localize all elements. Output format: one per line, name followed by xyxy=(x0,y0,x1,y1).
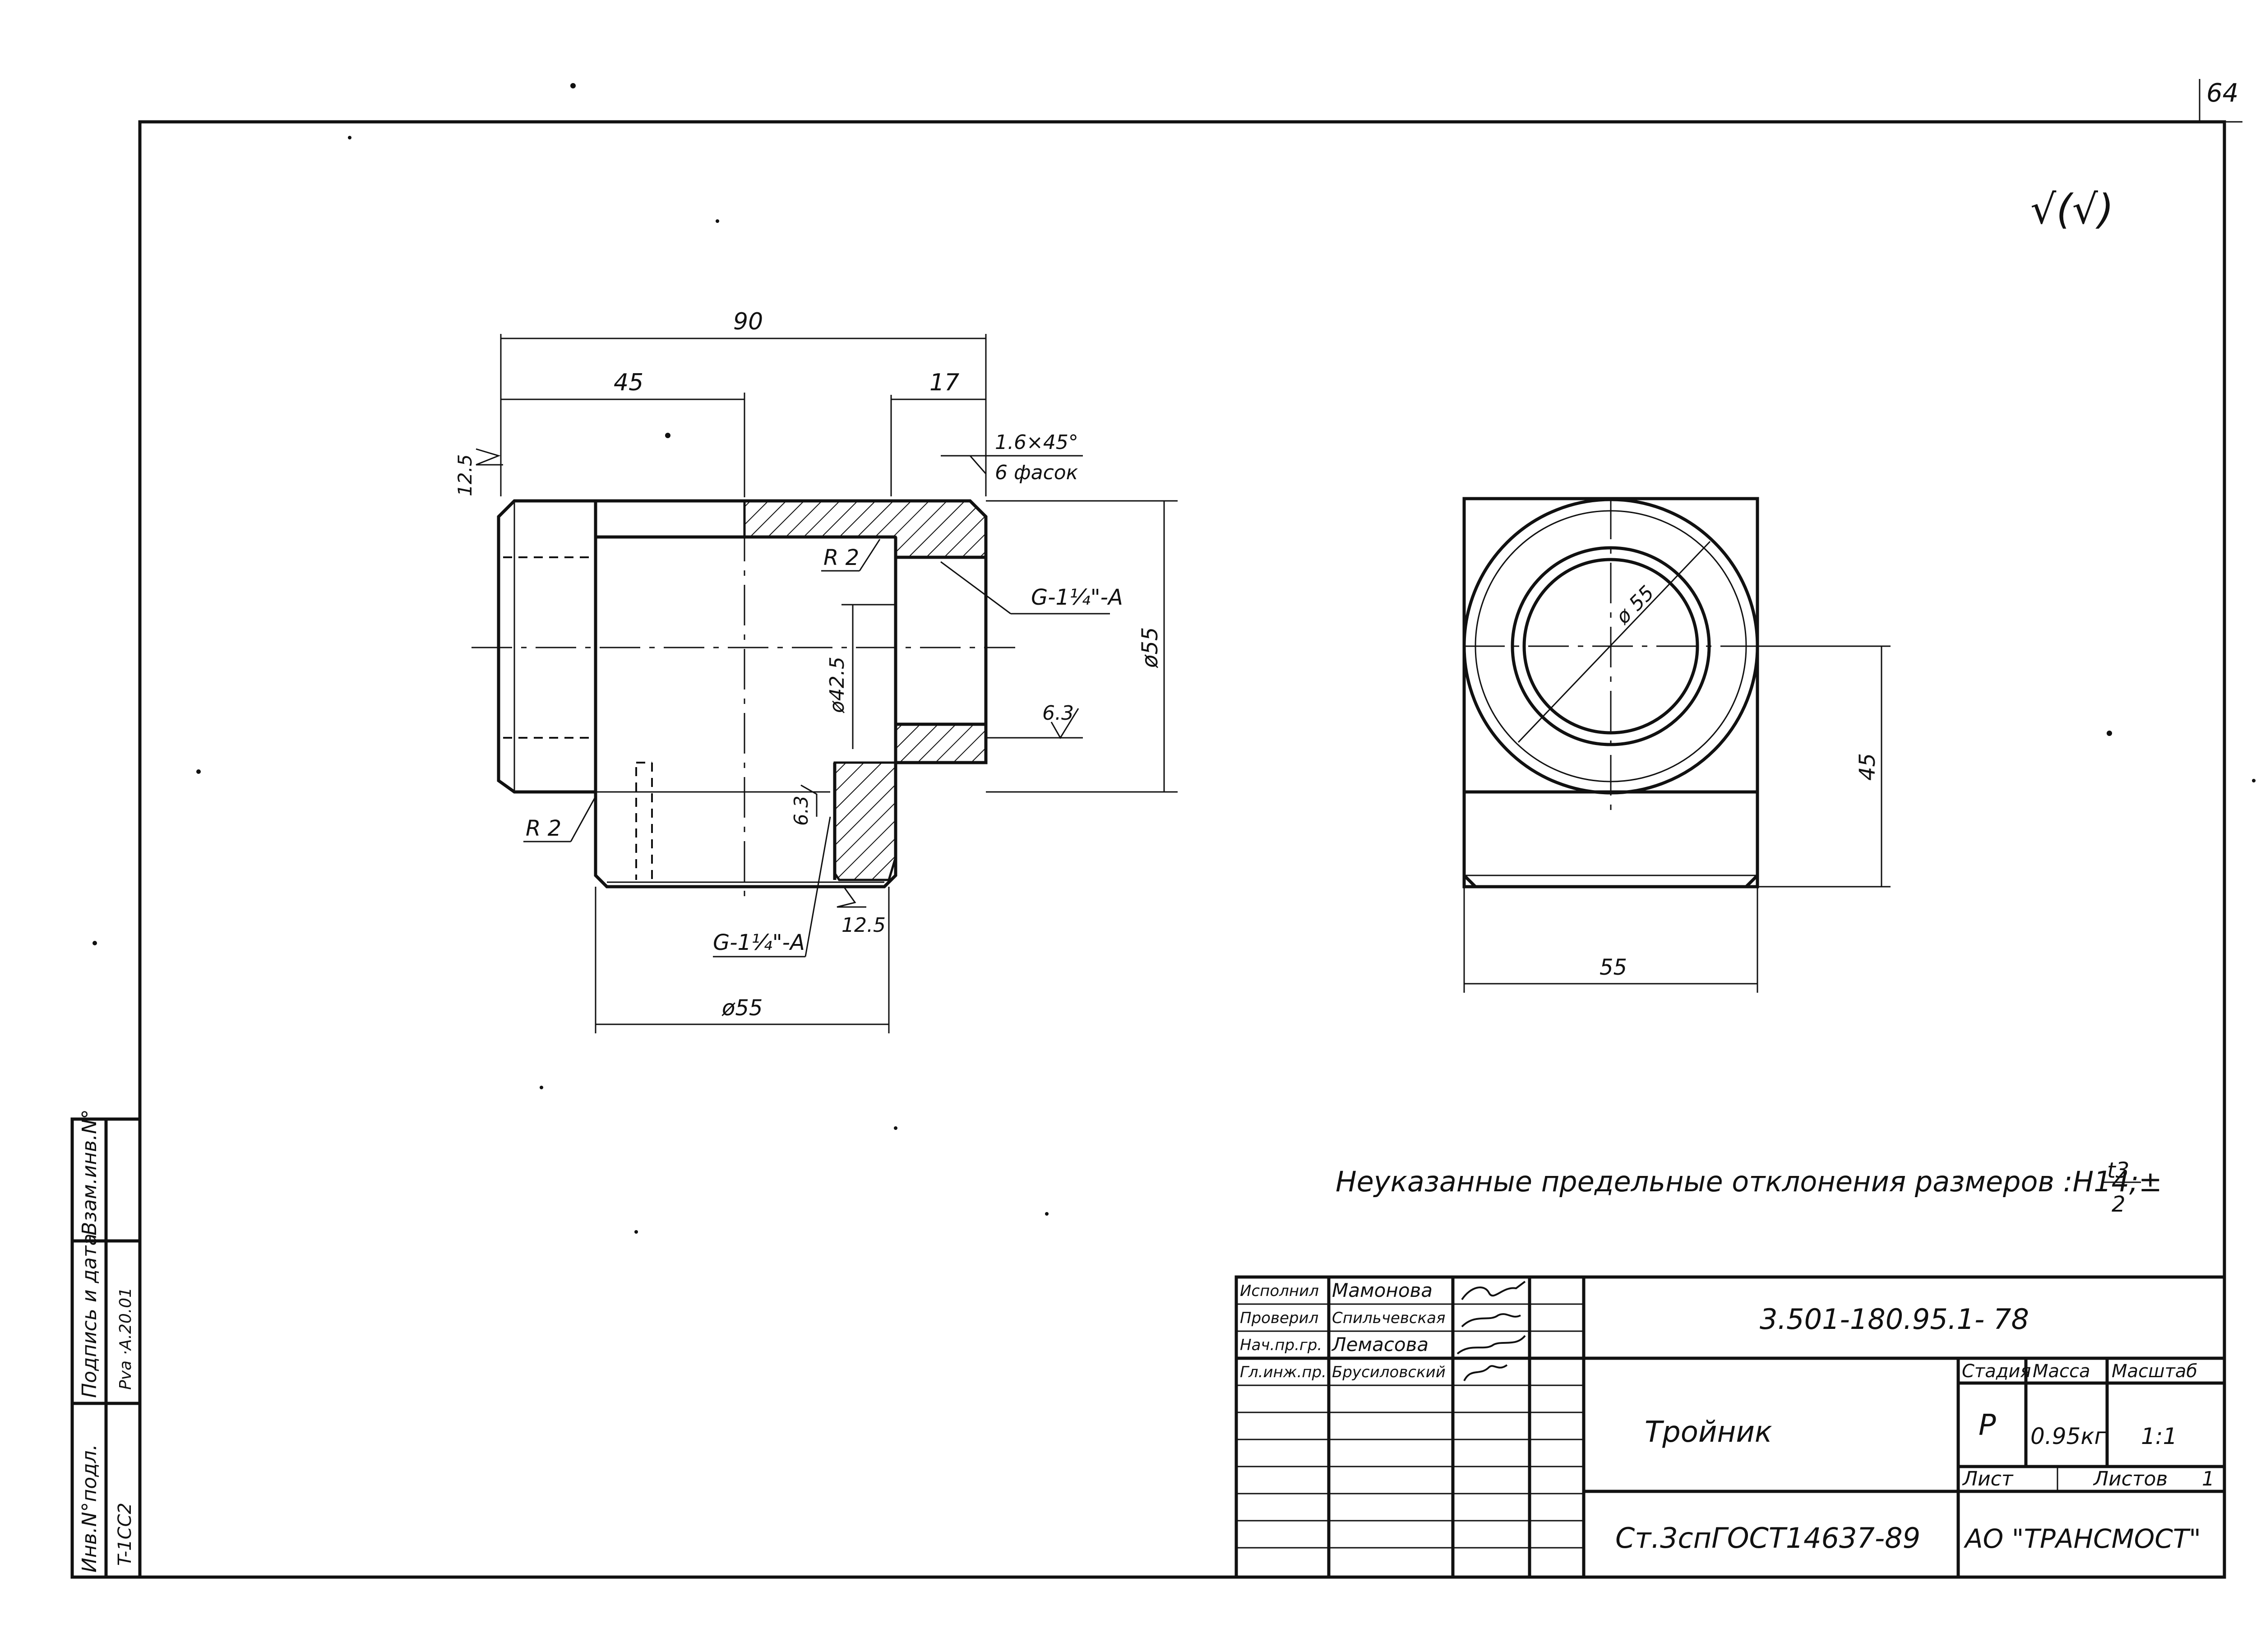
part-name: Тройник xyxy=(1645,1416,1772,1449)
dia-55-side: ø55 xyxy=(1137,627,1163,668)
side-stamp: Инв.N°подл. Подпись и дата Взам.инв.N° T… xyxy=(70,1109,142,1579)
tolerance-fraction-bottom: 2 xyxy=(2112,1192,2126,1217)
stamp-vzam-inv-label: Взам.инв.N° xyxy=(78,1109,101,1236)
dim-half-length: 45 xyxy=(614,369,643,396)
chamfer-size: 1.6×45° xyxy=(995,431,1078,454)
role-checked: Проверил xyxy=(1240,1309,1318,1327)
title-block: Исполнил Проверил Нач.пр.гр. Гл.инж.пр. … xyxy=(1234,1275,2226,1579)
role-group-head: Нач.пр.гр. xyxy=(1240,1336,1322,1354)
roughness-low: 6.3 xyxy=(790,796,812,826)
roughness-mid: 6.3 xyxy=(1042,702,1074,725)
name-checked: Спильчевская xyxy=(1332,1309,1445,1327)
chamfer-count: 6 фасок xyxy=(995,461,1078,484)
side-view: ø 55 45 55 xyxy=(1462,497,1891,993)
stamp-inv-podl-label: Инв.N°подл. xyxy=(78,1444,101,1573)
stamp-inv-podl-value: T-1СС2 xyxy=(115,1503,135,1566)
role-chief-engineer: Гл.инж.пр. xyxy=(1240,1363,1327,1381)
name-chief-engineer: Брусиловский xyxy=(1332,1363,1446,1381)
page-number: 64 xyxy=(2206,79,2238,108)
stage-label: Стадия xyxy=(1962,1361,2031,1382)
tolerance-fraction-top: t3 xyxy=(2107,1158,2129,1183)
organization-name: АО "ТРАНСМОСТ" xyxy=(1963,1523,2201,1554)
scale-value: 1:1 xyxy=(2141,1423,2177,1449)
radius-top: R 2 xyxy=(823,545,859,570)
sheets-label: Листов xyxy=(2093,1467,2168,1490)
mass-value: 0.95кг xyxy=(2030,1423,2107,1449)
dia-55-bottom: ø55 xyxy=(721,995,763,1021)
role-executed: Исполнил xyxy=(1240,1282,1319,1300)
dim-thread-length: 17 xyxy=(929,369,959,396)
side-width-55: 55 xyxy=(1600,955,1627,980)
tolerance-note-text: Неуказанные предельные отклонения размер… xyxy=(1336,1165,2162,1198)
thread-bottom-label: G-1¼"-A xyxy=(713,930,805,955)
thread-top-label: G-1¼"-A xyxy=(1031,585,1123,610)
name-executed: Мамонова xyxy=(1332,1279,1433,1301)
roughness-bottom: 12.5 xyxy=(841,914,886,937)
general-roughness-mark: √(√) xyxy=(2030,186,2114,233)
stage-value: Р xyxy=(1979,1409,1996,1442)
stamp-sign-date-label: Подпись и дата xyxy=(78,1234,101,1398)
scan-specks xyxy=(92,83,2256,1234)
sheets-value: 1 xyxy=(2202,1467,2214,1490)
side-dia-55: ø 55 xyxy=(1611,581,1659,629)
radius-bottom: R 2 xyxy=(526,816,561,841)
tolerance-note: Неуказанные предельные отклонения размер… xyxy=(1336,1158,2162,1217)
name-group-head: Лемасова xyxy=(1331,1333,1428,1356)
stamp-sign-date-value: Рvа ·А.20.01 xyxy=(116,1287,135,1390)
side-height-45: 45 xyxy=(1855,753,1880,781)
document-number: 3.501-180.95.1- 78 xyxy=(1760,1303,2029,1336)
material-spec: Ст.3спГОСТ14637-89 xyxy=(1615,1522,1920,1555)
dim-overall-length: 90 xyxy=(733,308,763,335)
scale-label: Масштаб xyxy=(2112,1361,2197,1382)
sheet-label: Лист xyxy=(1962,1467,2014,1490)
sheet-frame: 64 xyxy=(138,79,2242,1579)
mass-label: Масса xyxy=(2033,1361,2090,1382)
roughness-left: 12.5 xyxy=(454,454,476,496)
signatures xyxy=(1456,1281,1526,1381)
front-view: 90 45 17 1.6×45° 6 фасок 12.5 R 2 G-1¼"-… xyxy=(454,308,1178,1033)
bore-diameter: ø42.5 xyxy=(826,657,849,713)
